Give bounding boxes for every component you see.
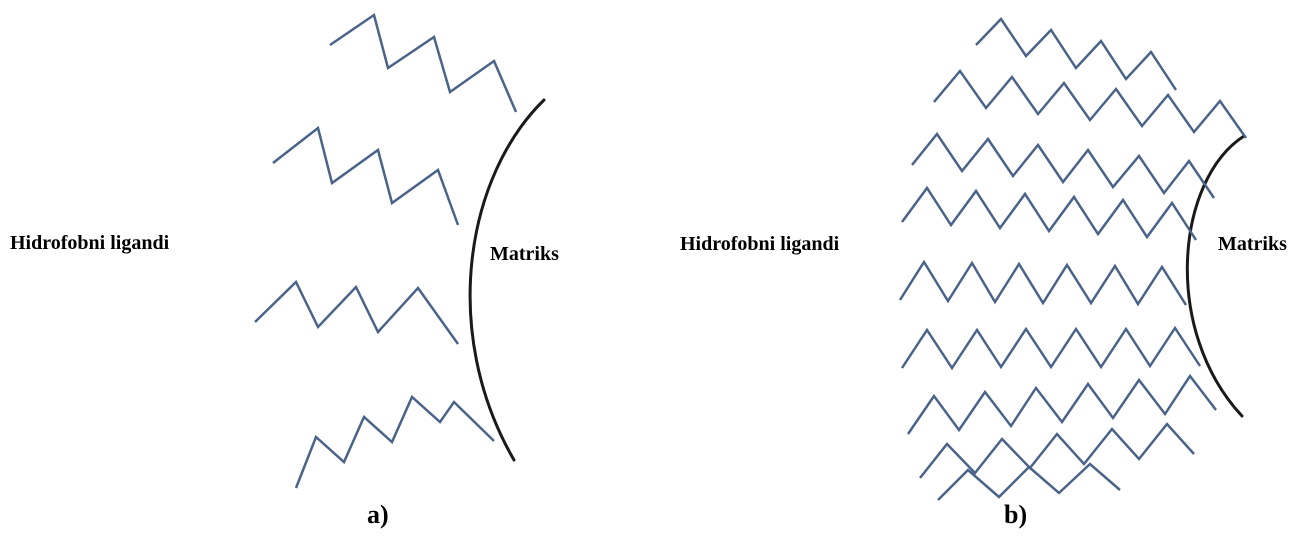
ligand-chain-b-6 bbox=[900, 325, 1202, 371]
ligand-chain-b-4 bbox=[900, 185, 1198, 241]
ligand-chains-a bbox=[254, 12, 518, 489]
ligand-chain-b-2 bbox=[933, 68, 1248, 139]
ligand-chain-a-3 bbox=[254, 279, 460, 345]
panel-a-sparse-ligands bbox=[254, 12, 546, 489]
matrix-curve-b bbox=[1185, 134, 1246, 418]
ligand-chain-b-1 bbox=[975, 17, 1178, 91]
matrix-label-b: Matriks bbox=[1218, 233, 1287, 255]
ligand-chain-b-5 bbox=[898, 259, 1188, 307]
ligand-chains-b bbox=[898, 17, 1248, 501]
ligand-chain-b-9 bbox=[937, 462, 1121, 501]
ligand-chain-a-1 bbox=[329, 12, 518, 113]
ligand-chain-a-4 bbox=[294, 394, 495, 489]
ligand-label-b: Hidrofobni ligandi bbox=[680, 233, 840, 255]
ligand-chain-b-7 bbox=[906, 373, 1217, 435]
ligand-chain-a-2 bbox=[272, 125, 460, 226]
panel-caption-b: b) bbox=[1004, 500, 1028, 529]
matrix-curve-a bbox=[468, 98, 546, 462]
ligand-chain-b-8 bbox=[919, 422, 1195, 479]
matrix-label-a: Matriks bbox=[490, 243, 559, 265]
ligand-label-a: Hidrofobni ligandi bbox=[10, 232, 170, 254]
panel-b-dense-ligands bbox=[898, 17, 1248, 501]
panel-caption-a: a) bbox=[367, 500, 389, 529]
ligand-chain-b-3 bbox=[911, 131, 1216, 199]
